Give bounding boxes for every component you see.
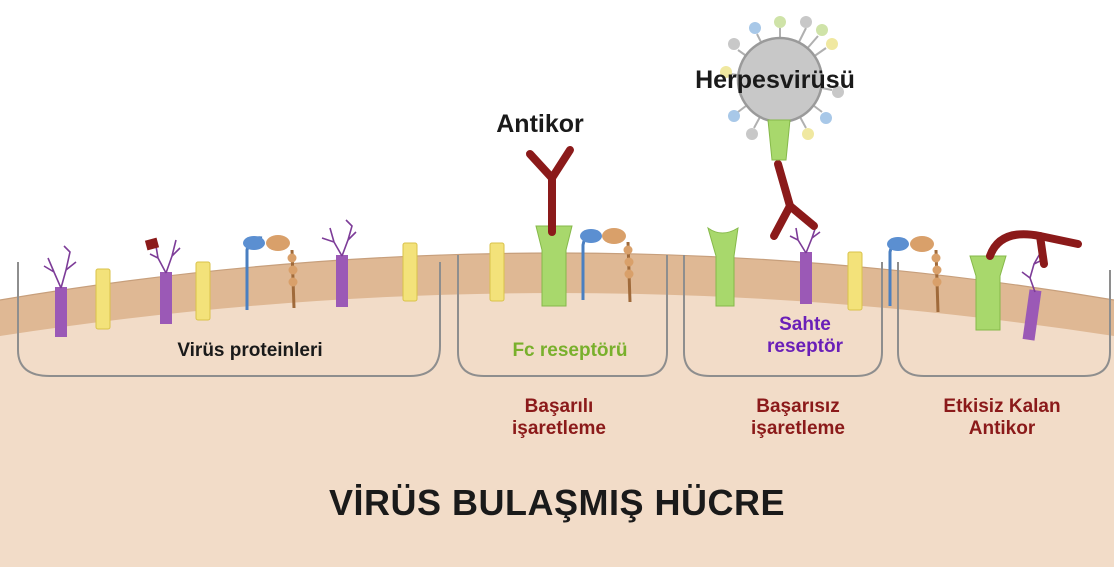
chain-receptor [243, 235, 298, 310]
virus-spike [749, 22, 761, 34]
fc-receptor [535, 225, 573, 307]
virus-glycoprotein-stalk [767, 119, 791, 161]
label-successful-line1: Başarılı [524, 396, 594, 417]
virus-spike [746, 128, 758, 140]
label-virus-proteins: Virüs proteinleri [177, 340, 323, 361]
label-failed-line1: Başarısız [756, 396, 840, 417]
virus-spike [774, 16, 786, 28]
yellow-protein [847, 251, 863, 311]
label-successful-marking: Başarılı işaretleme [484, 396, 634, 440]
cell-title: VİRÜS BULAŞMIŞ HÜCRE [328, 482, 786, 523]
virus-spike [728, 110, 740, 122]
virus-spike [816, 24, 828, 36]
virus-spike [728, 38, 740, 50]
cell-cytoplasm [0, 265, 1114, 567]
virus-spike [820, 112, 832, 124]
antibody-ineffective [986, 230, 1082, 268]
viral-glycoprotein [144, 237, 181, 324]
viral-glycoprotein [789, 225, 821, 304]
virus-spike [826, 38, 838, 50]
bound-antibody-fragment [144, 237, 160, 251]
label-failed-line2: işaretleme [750, 417, 845, 439]
yellow-protein [95, 268, 111, 330]
viral-glycoprotein [43, 245, 77, 337]
compartment-fake-receptor [683, 255, 883, 377]
label-ineffective-line2: Antikor [968, 417, 1036, 439]
fc-receptor-ineffective [969, 255, 1007, 331]
yellow-protein [489, 242, 505, 302]
label-ineffective-line1: Etkisiz Kalan [943, 396, 1061, 417]
label-failed-marking: Başarısız işaretleme [718, 396, 878, 440]
virus-spike [720, 66, 732, 78]
antibody-fake-bound [770, 160, 818, 240]
virus-spike [800, 16, 812, 28]
label-fake-receptor: Sahte reseptör [740, 314, 870, 358]
label-fake-receptor-line1: Sahte [779, 314, 831, 335]
label-herpesvirus: Herpesvirüsü [695, 66, 855, 94]
yellow-protein [195, 261, 211, 321]
compartment-fc-receptor [457, 255, 668, 377]
label-ineffective-antibody: Etkisiz Kalan Antikor [902, 396, 1102, 440]
compartment-virus-proteins [17, 262, 441, 377]
cell-membrane [0, 253, 1114, 336]
label-fc-receptor: Fc reseptörü [512, 340, 628, 361]
viral-glycoprotein [321, 219, 357, 307]
herpesvirus-particle [720, 16, 844, 161]
label-antibody: Antikor [496, 110, 584, 138]
chain-receptor [887, 236, 942, 313]
antibody-bound [526, 146, 574, 236]
chain-receptor [580, 228, 634, 303]
label-successful-line2: işaretleme [511, 417, 606, 439]
label-fake-receptor-line2: reseptör [766, 335, 844, 357]
virus-spike [802, 128, 814, 140]
yellow-protein [402, 242, 418, 302]
fc-receptor-empty [707, 226, 739, 307]
compartment-outlines [17, 255, 1111, 377]
virus-spike [832, 86, 844, 98]
compartment-ineffective [897, 262, 1111, 377]
